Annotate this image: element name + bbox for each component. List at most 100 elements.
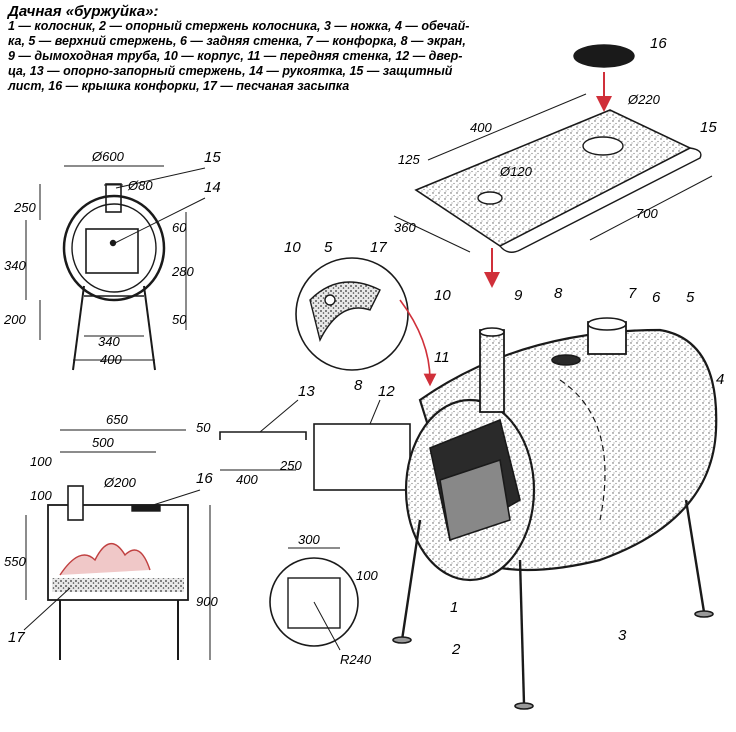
caption-legend-line: 9 — дымоходная труба, 10 — корпус, 11 — … [8, 49, 463, 63]
grate-dim-r240: R240 [340, 652, 372, 667]
label-14-front: 14 [204, 179, 221, 196]
label-17-side: 17 [8, 629, 25, 646]
sheet-curl [499, 147, 702, 253]
dim-100-top: 100 [30, 454, 52, 469]
leader-15 [115, 167, 206, 189]
detail-sand [309, 281, 381, 343]
grate-dim-100: 100 [356, 568, 378, 583]
dim-100-side: 100 [30, 488, 52, 503]
dim-900: 900 [196, 594, 218, 609]
leader-14 [114, 197, 206, 244]
side-chimney [67, 485, 84, 521]
dim-250: 250 [13, 200, 36, 215]
main-label-9: 9 [514, 287, 523, 304]
front-leg-right [143, 285, 156, 371]
dim-60: 60 [172, 220, 187, 235]
main-label-7: 7 [628, 285, 637, 302]
main-grate [439, 458, 511, 542]
caption-legend-line: 1 — колосник, 2 — опорный стержень колос… [8, 19, 470, 33]
front-view [25, 165, 206, 371]
main-leg-front-left [400, 519, 422, 641]
main-chimney-top [479, 327, 505, 337]
dim-200-circle: Ø200 [103, 475, 137, 490]
sheet-dim-125: 125 [398, 152, 420, 167]
caption: Дачная «буржуйка»: 1 — колосник, 2 — опо… [8, 4, 508, 94]
sheet-dim-700 [589, 175, 713, 241]
door-dim-400: 400 [236, 472, 258, 487]
label-16-side: 16 [196, 470, 213, 487]
dim-200: 200 [3, 312, 26, 327]
sheet-outline [414, 109, 692, 247]
detail-view [295, 257, 437, 387]
leader-17-side [23, 587, 71, 631]
detail-rod [324, 294, 336, 306]
sheet-dim-400 [427, 93, 587, 161]
sheet-dim-120: Ø120 [499, 164, 533, 179]
dim-340-horizontal: 340 [98, 334, 120, 349]
main-label-10: 10 [434, 287, 451, 304]
label-15-sheet: 15 [700, 119, 717, 136]
main-label-4: 4 [716, 371, 724, 388]
main-hob-top [587, 317, 627, 331]
side-fire [59, 543, 151, 576]
main-label-1: 1 [450, 599, 458, 616]
main-view [392, 317, 718, 710]
main-foot-1 [392, 636, 412, 644]
dim-600: Ø600 [91, 149, 125, 164]
label-16-lid: 16 [650, 35, 667, 52]
door-dim-250: 250 [279, 458, 302, 473]
dim-500: 500 [92, 435, 114, 450]
grate-dim-300-label: 300 [298, 532, 320, 547]
leader-12 [369, 399, 381, 425]
main-label-3: 3 [618, 627, 627, 644]
caption-legend-line: ка, 5 — верхний стержень, 6 — задняя сте… [8, 34, 466, 48]
dim-280: 280 [171, 264, 194, 279]
main-dashed-hidden [559, 379, 606, 521]
front-door [85, 228, 139, 274]
door-rod [219, 431, 307, 440]
main-chimney [479, 329, 505, 413]
side-body [47, 504, 189, 601]
sheet-dim-360-label: 360 [394, 220, 416, 235]
main-screen [551, 354, 581, 366]
side-hob-lid [131, 504, 161, 512]
front-leg-left [72, 285, 85, 371]
sheet-dim-400-label: 400 [470, 120, 492, 135]
sheet-hole-220 [582, 136, 624, 156]
main-leg-back [684, 499, 706, 613]
main-label-6: 6 [652, 289, 661, 306]
main-label-8: 8 [554, 285, 563, 302]
main-leg-front-right [518, 559, 526, 705]
sheet-hole-120 [477, 191, 503, 205]
main-label-5: 5 [686, 289, 695, 306]
detail-label-8: 8 [354, 377, 363, 394]
front-handle [109, 239, 117, 247]
side-view [23, 429, 211, 660]
dim-550: 550 [4, 554, 26, 569]
caption-legend-line: ца, 13 — опорно-запорный стержень, 14 — … [8, 64, 453, 78]
grate-leader-r240 [313, 601, 341, 651]
main-foot-3 [694, 610, 714, 618]
sheet-dim-360 [393, 215, 471, 253]
dim-50: 50 [172, 312, 187, 327]
front-chimney [105, 183, 122, 213]
detail-label-5: 5 [324, 239, 333, 256]
caption-title: Дачная «буржуйка»: [8, 3, 159, 20]
front-body-outline [62, 194, 166, 302]
detail-circle [295, 257, 409, 371]
sheet-dim-220: Ø220 [627, 92, 661, 107]
leader-16-side [149, 489, 201, 507]
hob-lid [573, 44, 635, 68]
main-label-2: 2 [451, 641, 461, 658]
grate-square [287, 577, 341, 629]
dim-80: Ø80 [127, 178, 153, 193]
door-panel [313, 423, 411, 491]
label-15-front: 15 [204, 149, 221, 166]
side-sand [52, 578, 184, 592]
sheet-view [393, 44, 713, 288]
grate-view [269, 547, 359, 651]
detail-label-10: 10 [284, 239, 301, 256]
detail-label-17: 17 [370, 239, 387, 256]
leader-13 [259, 399, 299, 433]
